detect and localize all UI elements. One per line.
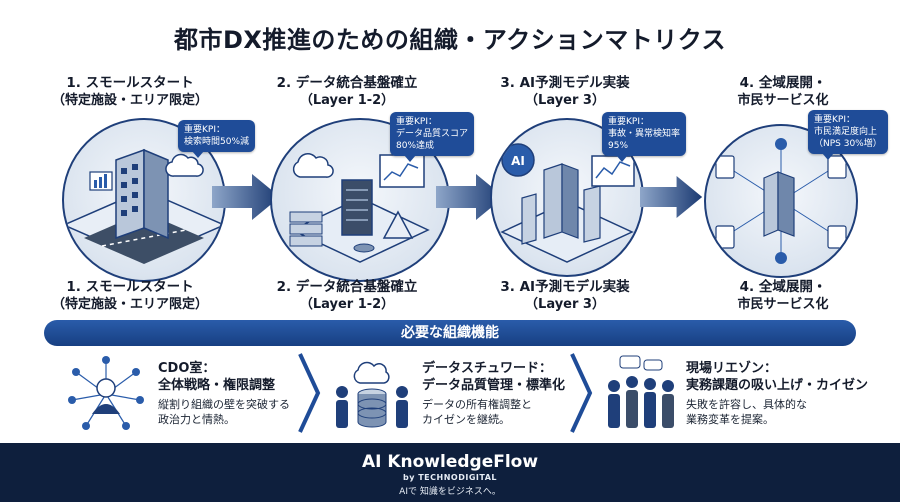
stage-3-subtitle: （Layer 3）	[525, 93, 605, 108]
arrow-right-icon	[212, 172, 282, 222]
brand-byline: by TECHNODIGITAL	[403, 473, 497, 482]
stage-4-title: 4. 全域展開・	[739, 75, 827, 91]
kpi-label: 重要KPI：	[814, 115, 855, 125]
stage-4-subtitle: 市民サービス化	[737, 93, 829, 108]
kpi-value-2: 80%達成	[396, 141, 435, 151]
arrow-right-icon	[640, 172, 704, 222]
function-field-liaison: 現場リエゾン： 実務課題の吸い上げ・カイゼン 失敗を許容し、具体的な 業務変革を…	[686, 360, 886, 427]
field-liaison-icon	[600, 354, 680, 434]
stage-1-title: 1. スモールスタート	[66, 75, 194, 91]
stage-4-kpi-bubble: 重要KPI： 市民満足度向上 （NPS 30%増）	[808, 110, 888, 160]
function-data-steward: データスチュワード： データ品質管理・標準化 データの所有権調整と カイゼンを継…	[422, 360, 582, 427]
stage-1-kpi-bubble: 重要KPI： 検索時間50%減	[178, 120, 256, 158]
function-steward-title: データスチュワード：	[422, 361, 553, 376]
brand-logo-text: AI KnowledgeFlow	[361, 452, 539, 472]
stage-3-caption: 3. AI予測モデル実装	[500, 279, 630, 295]
arrow-right-icon	[436, 172, 506, 222]
stage-4-top-label: 4. 全域展開・ 市民サービス化	[688, 74, 878, 110]
kpi-value: データ品質スコア	[396, 129, 469, 139]
stage-2-caption-sub: （Layer 1-2）	[299, 297, 395, 312]
stage-1-bottom-label: 1. スモールスタート （特定施設・エリア限定）	[35, 278, 225, 314]
stage-2-bottom-label: 2. データ統合基盤確立 （Layer 1-2）	[252, 278, 442, 314]
stage-2-top-label: 2. データ統合基盤確立 （Layer 1-2）	[252, 74, 442, 110]
function-cdo: CDO室： 全体戦略・権限調整 縦割り組織の壁を突破する 政治力と情熱。	[158, 360, 308, 427]
function-liaison-role: 実務課題の吸い上げ・カイゼン	[686, 378, 869, 393]
stage-3-kpi-bubble: 重要KPI： 事故・異常検知率 95%	[602, 112, 687, 162]
kpi-value-2: 95%	[608, 141, 629, 151]
function-cdo-role: 全体戦略・権限調整	[158, 378, 276, 393]
function-cdo-desc-2: 政治力と情熱。	[158, 413, 235, 426]
function-cdo-desc: 縦割り組織の壁を突破する	[158, 398, 290, 411]
function-steward-desc-2: カイゼンを継続。	[422, 413, 510, 426]
svg-text:AI: AI	[511, 154, 525, 168]
cdo-network-icon	[66, 354, 146, 434]
function-steward-desc: データの所有権調整と	[422, 398, 532, 411]
stage-2-title: 2. データ統合基盤確立	[276, 75, 418, 91]
stage-3-caption-sub: （Layer 3）	[525, 297, 605, 312]
function-liaison-title: 現場リエゾン：	[686, 361, 778, 376]
kpi-value-2: （NPS 30%増）	[814, 139, 882, 149]
stage-3-top-label: 3. AI予測モデル実装 （Layer 3）	[470, 74, 660, 110]
stage-2-caption: 2. データ統合基盤確立	[276, 279, 418, 295]
stage-4-caption: 4. 全域展開・	[739, 279, 827, 295]
kpi-label: 重要KPI：	[608, 117, 649, 127]
kpi-value: 事故・異常検知率	[608, 129, 681, 139]
function-liaison-desc-2: 業務変革を提案。	[686, 413, 774, 426]
kpi-value: 検索時間50%減	[184, 137, 250, 147]
chevron-right-icon	[566, 350, 596, 436]
function-liaison-desc: 失敗を許容し、具体的な	[686, 398, 807, 411]
function-cdo-title: CDO室：	[158, 361, 216, 376]
footer-bar	[0, 443, 900, 502]
stage-1-caption-sub: （特定施設・エリア限定）	[51, 297, 208, 312]
stage-3-bottom-label: 3. AI予測モデル実装 （Layer 3）	[470, 278, 660, 314]
stage-1-subtitle: （特定施設・エリア限定）	[51, 93, 208, 108]
stage-2-subtitle: （Layer 1-2）	[299, 93, 395, 108]
stage-2-kpi-bubble: 重要KPI： データ品質スコア 80%達成	[390, 112, 475, 162]
stage-4-caption-sub: 市民サービス化	[737, 297, 829, 312]
function-steward-role: データ品質管理・標準化	[422, 378, 566, 393]
kpi-label: 重要KPI：	[184, 125, 225, 135]
section-banner: 必要な組織機能	[44, 320, 856, 346]
stage-1-caption: 1. スモールスタート	[66, 279, 194, 295]
brand-tagline: AIで 知識をビジネスへ。	[399, 487, 501, 497]
data-steward-icon	[332, 354, 412, 434]
chevron-right-icon	[294, 350, 324, 436]
stage-1-top-label: 1. スモールスタート （特定施設・エリア限定）	[35, 74, 225, 110]
stage-4-bottom-label: 4. 全域展開・ 市民サービス化	[688, 278, 878, 314]
stage-3-title: 3. AI予測モデル実装	[500, 75, 630, 91]
page-title: 都市DX推進のための組織・アクションマトリクス	[173, 26, 726, 54]
kpi-label: 重要KPI：	[396, 117, 437, 127]
kpi-value: 市民満足度向上	[814, 127, 878, 137]
